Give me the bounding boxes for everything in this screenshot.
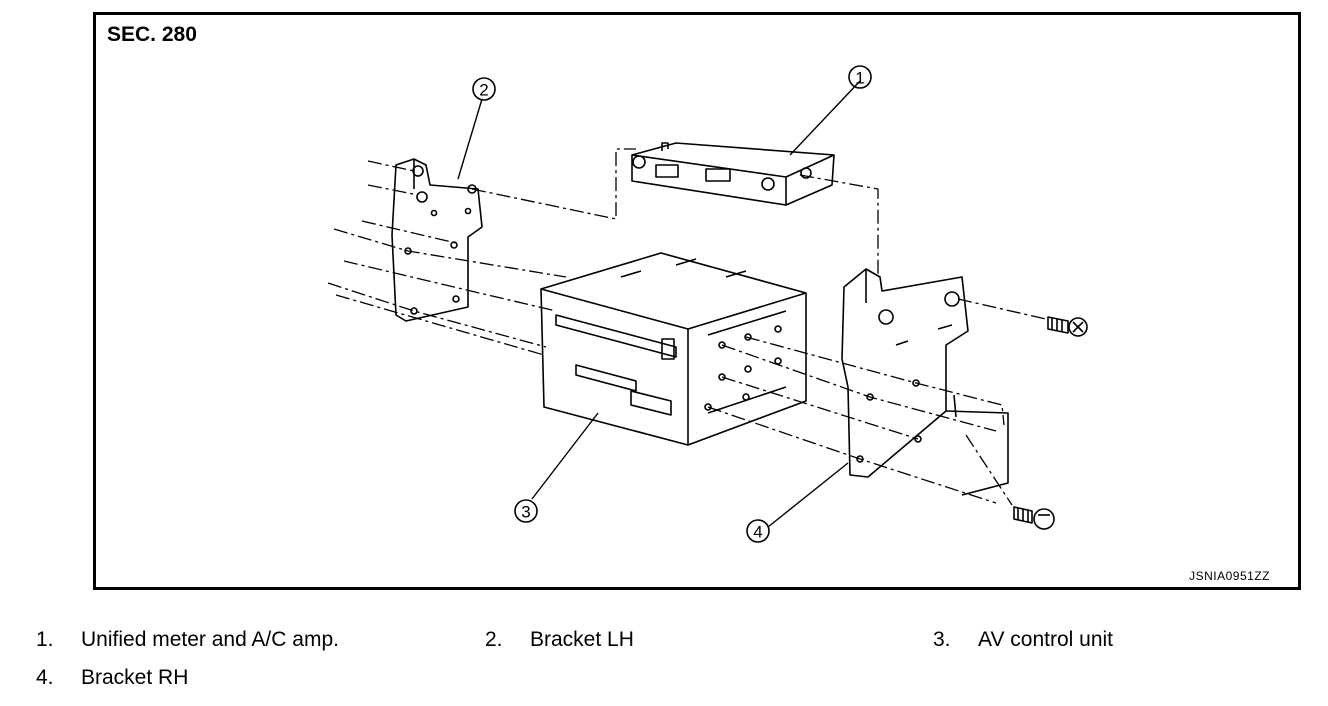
legend-label: AV control unit <box>978 628 1114 651</box>
callout-4-circle <box>746 519 770 543</box>
legend-number: 1. <box>36 628 54 651</box>
unified-meter-ac-amp-part <box>631 142 835 206</box>
bracket-lh-part <box>391 158 483 322</box>
screw-lower <box>1013 506 1055 530</box>
legend-label: Bracket RH <box>81 666 189 689</box>
callout-1-circle <box>848 65 872 89</box>
callout-4: 4 <box>753 523 762 542</box>
callout-2-circle <box>472 77 496 101</box>
legend-number: 4. <box>36 666 54 689</box>
legend-number: 3. <box>933 628 951 651</box>
section-label: SEC. 280 <box>107 23 197 46</box>
callout-2: 2 <box>479 81 488 100</box>
callout-leaders <box>457 80 861 528</box>
diagram-drawing: 1 2 3 4 <box>327 65 1088 543</box>
legend-label: Unified meter and A/C amp. <box>81 628 339 651</box>
exploded-view-diagram: SEC. 280 JSNIA0951ZZ <box>93 12 1301 590</box>
legend-number: 2. <box>485 628 503 651</box>
figure-id: JSNIA0951ZZ <box>1189 569 1270 583</box>
bracket-rh-part <box>841 268 1009 496</box>
alignment-lines <box>327 148 1047 506</box>
screw-upper <box>1047 316 1088 337</box>
legend-label: Bracket LH <box>530 628 634 651</box>
callout-3: 3 <box>521 503 530 522</box>
callout-3-circle <box>514 499 538 523</box>
av-control-unit-part <box>540 252 807 446</box>
callout-1: 1 <box>855 69 864 88</box>
